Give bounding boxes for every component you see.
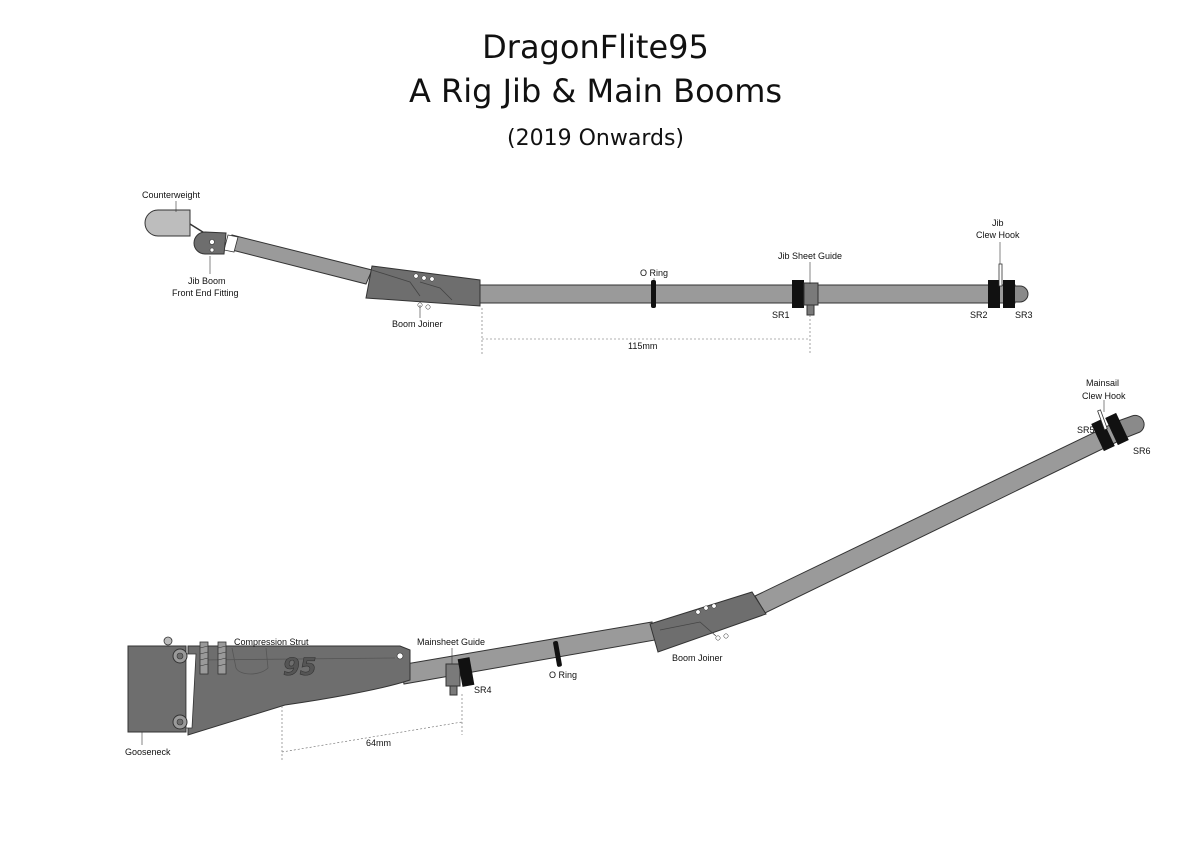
jib-sr3-ring — [1003, 280, 1015, 308]
main-clew-hook — [1097, 409, 1108, 431]
compression-strut — [199, 641, 227, 675]
counterweight — [144, 209, 191, 237]
jib-tip-cap — [1013, 285, 1029, 303]
label-sr1: SR1 — [772, 310, 790, 320]
jib-sheet-guide — [803, 282, 819, 306]
main-boom-assembly: 95 — [125, 378, 1151, 762]
jib-clew-hook — [998, 263, 1003, 287]
label-mainsheet-guide: Mainsheet Guide — [417, 637, 485, 647]
jib-o-ring — [651, 280, 656, 308]
label-sr4: SR4 — [474, 685, 492, 695]
label-jib-sheet-guide: Jib Sheet Guide — [778, 251, 842, 261]
main-sr4-ring — [457, 657, 475, 687]
label-main-clew-hook-line1: Mainsail — [1086, 378, 1119, 388]
main-o-ring — [553, 640, 562, 667]
main-sr6-ring — [1105, 412, 1129, 446]
jib-boom-joiner — [365, 265, 481, 307]
main-boom-fitting — [187, 645, 411, 736]
label-main-boom-joiner: Boom Joiner — [672, 653, 723, 663]
label-jib-front-fitting-line1: Jib Boom — [188, 276, 226, 286]
diagram-date-range: (2019 Onwards) — [507, 126, 684, 151]
label-sr5: SR5 — [1077, 425, 1095, 435]
label-counterweight: Counterweight — [142, 190, 201, 200]
label-main-o-ring: O Ring — [549, 670, 577, 680]
label-jib-front-fitting-line2: Front End Fitting — [172, 288, 239, 298]
jib-sr2-ring — [988, 280, 1000, 308]
label-compression-strut: Compression Strut — [234, 637, 309, 647]
mainsheet-guide — [445, 663, 461, 687]
label-jib-clew-hook-line1: Jib — [992, 218, 1004, 228]
jib-boom-assembly: Counterweight Jib Boom Front End Fitting… — [142, 190, 1033, 355]
jib-main-tube — [479, 284, 1016, 304]
main-boom-joiner — [649, 591, 767, 653]
main-dimension — [281, 694, 463, 762]
jib-sheet-guide-stem — [806, 304, 815, 316]
diagram-subtitle: A Rig Jib & Main Booms — [408, 72, 783, 110]
label-jib-o-ring: O Ring — [640, 268, 668, 278]
label-gooseneck: Gooseneck — [125, 747, 171, 757]
mainsheet-guide-stem — [449, 685, 458, 696]
label-jib-clew-hook-line2: Clew Hook — [976, 230, 1020, 240]
label-sr6: SR6 — [1133, 446, 1151, 456]
label-jib-boom-joiner: Boom Joiner — [392, 319, 443, 329]
jib-dimension — [481, 308, 811, 355]
main-outer-tube — [754, 420, 1126, 614]
label-sr3: SR3 — [1015, 310, 1033, 320]
label-jib-dimension: 115mm — [628, 341, 657, 351]
label-main-dimension: 64mm — [366, 738, 391, 748]
logo-95: 95 — [283, 653, 316, 681]
main-sr5-ring — [1091, 418, 1115, 452]
jib-sr1-ring — [792, 280, 804, 308]
main-inner-tube — [399, 621, 656, 685]
label-main-clew-hook-line2: Clew Hook — [1082, 391, 1126, 401]
jib-front-tube — [227, 234, 373, 285]
label-sr2: SR2 — [970, 310, 988, 320]
diagram-title: DragonFlite95 — [482, 28, 709, 66]
